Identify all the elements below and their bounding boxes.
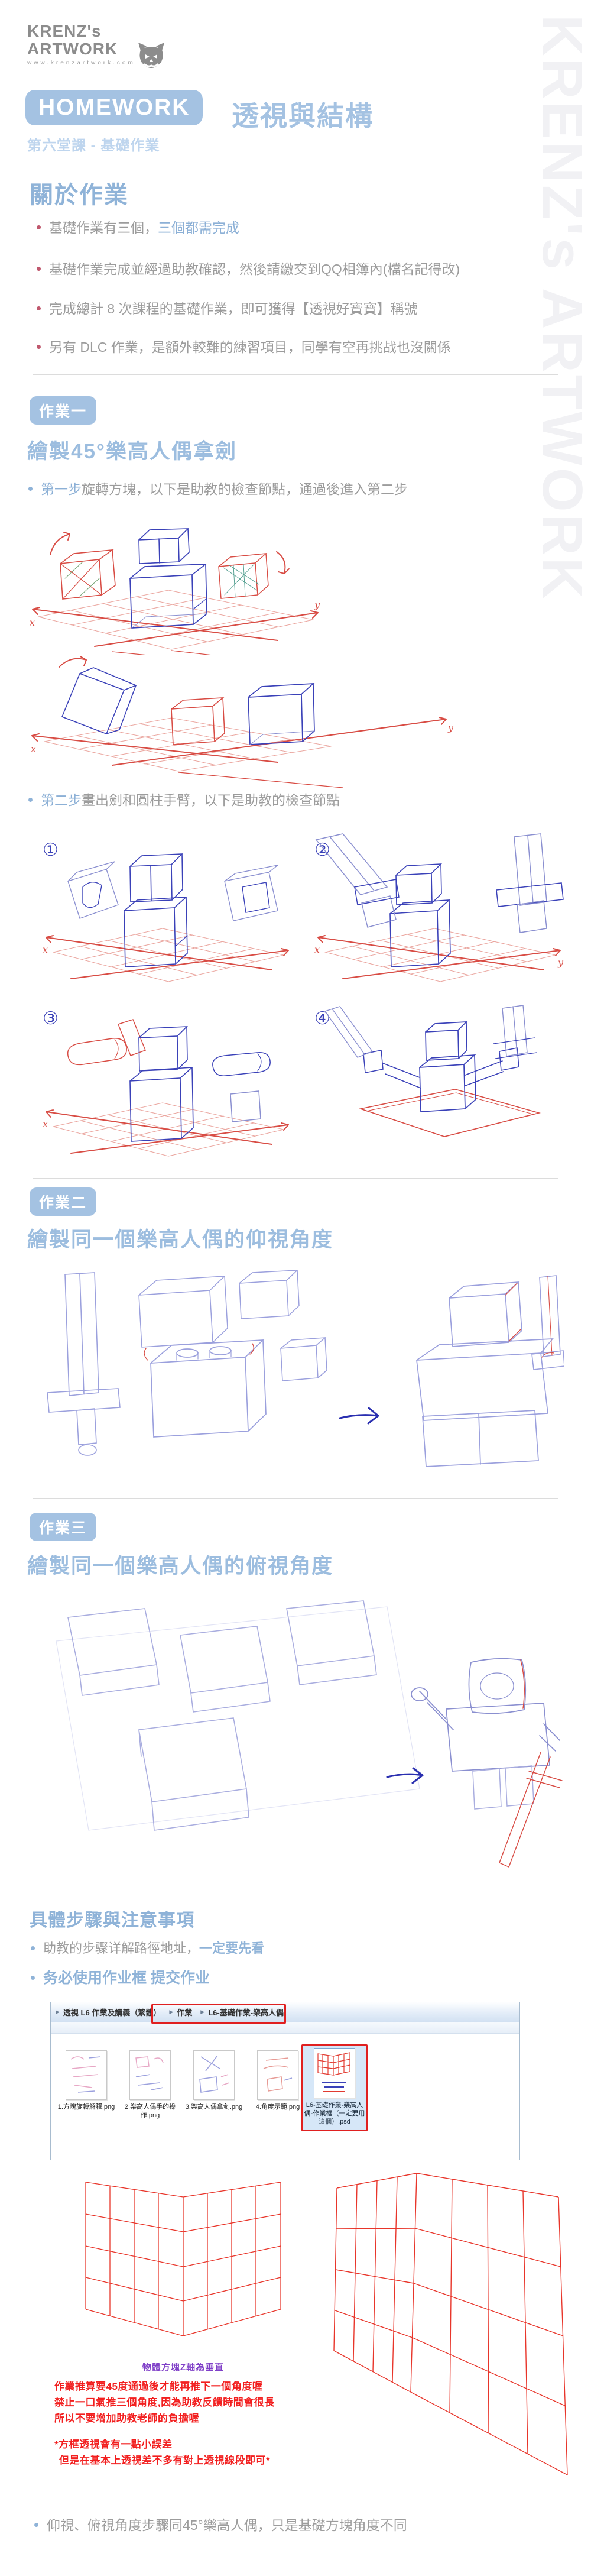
axis-x-label: x bbox=[43, 1118, 48, 1130]
task2-badge-label: 作業二 bbox=[30, 1187, 97, 1216]
file-name: 4.角度示範.png bbox=[255, 2103, 300, 2111]
toolbar-strip bbox=[51, 2022, 519, 2034]
steps-heading: 具體步驟與注意事項 bbox=[30, 1911, 194, 1930]
steps-bullet-2: 务必使用作业框 提交作业 bbox=[31, 1969, 551, 1987]
breadcrumb-folder[interactable]: ▶ 作業 bbox=[169, 2008, 193, 2017]
tip-line-1: *方框透視會有一點小誤差 bbox=[54, 2439, 173, 2450]
warning-line-1: 作業推算要45度通過後才能再推下一個角度喔 bbox=[54, 2381, 263, 2392]
homework-badge: HOMEWORK bbox=[25, 90, 203, 125]
logo-url: www.krenzartwork.com bbox=[27, 60, 135, 66]
page-subtitle: 第六堂課 - 基礎作業 bbox=[27, 138, 160, 154]
about-bullet-1: 基礎作業有三個，三個都需完成 bbox=[37, 219, 545, 237]
sketch-rotate-cube-row2: x y bbox=[24, 653, 461, 788]
task2-heading: 繪製同一個樂高人偶的仰視角度 bbox=[27, 1228, 334, 1251]
axis-x-label: x bbox=[314, 944, 320, 955]
template-grid-right bbox=[322, 2156, 570, 2487]
warning-line-3: 所以不要增加助教老師的負擔喔 bbox=[54, 2413, 199, 2424]
file-name: 2.樂高人偶手的操作.png bbox=[124, 2103, 176, 2119]
steps-bullet-1: 助教的步骤详解路徑地址，一定要先看 bbox=[31, 1940, 551, 1957]
bullet-dot bbox=[34, 2523, 38, 2527]
panel-number-4: ④ bbox=[314, 1008, 330, 1029]
file-item[interactable]: 4.角度示範.png bbox=[248, 2050, 307, 2111]
homework-badge-label: HOMEWORK bbox=[25, 90, 203, 125]
file-name: 1.方塊旋轉解釋.png bbox=[57, 2103, 115, 2111]
task1-heading: 繪製45°樂高人偶拿劍 bbox=[27, 440, 237, 463]
bullet-dot bbox=[37, 225, 41, 229]
bullet-dot bbox=[37, 267, 41, 271]
task3-heading: 繪製同一個樂高人偶的俯視角度 bbox=[27, 1555, 334, 1578]
task3-badge-label: 作業三 bbox=[30, 1513, 97, 1541]
axis-y-label: y bbox=[314, 599, 320, 610]
breadcrumb-arrow-icon: ▶ bbox=[56, 2009, 60, 2015]
breadcrumb-root[interactable]: ▶ 透視 L6 作業及講義（繁體） bbox=[56, 2008, 161, 2017]
sketch-panel-4: ④ bbox=[307, 999, 567, 1168]
axis-y-label: y bbox=[447, 722, 454, 733]
bullet-dot bbox=[28, 487, 33, 491]
tip-line-2: 但是在基本上透視差不多有對上透視線段即可* bbox=[59, 2455, 271, 2466]
task1-badge: 作業一 bbox=[30, 396, 97, 425]
file-item-selected[interactable]: L6-基礎作業-樂高人偶-作業框（一定要用這個）.psd bbox=[301, 2044, 368, 2131]
panel-number-1: ① bbox=[43, 840, 59, 860]
about-bullet-4: 另有 DLC 作業，是額外較難的練習項目，同學有空再挑战也沒關係 bbox=[37, 338, 557, 356]
breadcrumb-arrow-icon: ▶ bbox=[200, 2009, 205, 2015]
bullet-dot bbox=[28, 798, 33, 802]
sketch-panel-3: ③ x bbox=[35, 999, 296, 1168]
file-list: 1.方塊旋轉解釋.png 2.樂高人偶手的操作.png 3.樂高人偶拿剑.png… bbox=[51, 2034, 519, 2160]
file-item[interactable]: 1.方塊旋轉解釋.png bbox=[57, 2050, 116, 2111]
task2-badge: 作業二 bbox=[30, 1187, 97, 1216]
sketch-low-angle-figure bbox=[33, 1266, 564, 1487]
warning-line-2: 禁止一口氣推三個角度,因為助教反饋時間會很長 bbox=[54, 2397, 275, 2408]
logo-line1: KRENZ's bbox=[27, 22, 102, 40]
sketch-panel-2: ② x y bbox=[307, 831, 567, 993]
cat-logo-icon bbox=[137, 41, 165, 69]
sketch-panel-1: ① x bbox=[35, 831, 296, 993]
footer-bullet: 仰視、俯視角度步驟同45°樂高人偶，只是基礎方塊角度不同 bbox=[34, 2516, 554, 2534]
template-grid-left bbox=[74, 2176, 293, 2357]
section-divider bbox=[33, 374, 558, 375]
file-thumbnail bbox=[66, 2050, 107, 2100]
file-thumbnail bbox=[193, 2050, 235, 2100]
about-bullet-2: 基礎作業完成並經過助教確認，然後請繳交到QQ相簿內(檔名記得改) bbox=[37, 260, 557, 278]
bullet-dot bbox=[37, 345, 41, 349]
background-watermark: KRENZ's ARTWORK bbox=[531, 15, 591, 601]
about-heading: 關於作業 bbox=[30, 182, 129, 208]
file-item[interactable]: 2.樂高人偶手的操作.png bbox=[121, 2050, 180, 2119]
file-name: L6-基礎作業-樂高人偶-作業框（一定要用這個）.psd bbox=[304, 2102, 365, 2125]
krenz-logo: KRENZ's ARTWORK www.krenzartwork.com bbox=[27, 22, 135, 67]
file-item[interactable]: 3.樂高人偶拿剑.png bbox=[184, 2050, 243, 2111]
axis-x-label: x bbox=[30, 617, 35, 628]
task1-badge-label: 作業一 bbox=[30, 396, 97, 425]
file-thumbnail bbox=[314, 2048, 355, 2098]
logo-line2: ARTWORK bbox=[27, 40, 118, 58]
panel-number-2: ② bbox=[314, 840, 330, 860]
section-divider bbox=[33, 1498, 558, 1499]
bullet-dot bbox=[37, 306, 41, 310]
file-thumbnail bbox=[129, 2050, 171, 2100]
file-name: 3.樂高人偶拿剑.png bbox=[185, 2103, 243, 2111]
file-thumbnail bbox=[257, 2050, 298, 2100]
file-explorer-screenshot: ▶ 透視 L6 作業及講義（繁體） ▶ 作業 ▶ L6-基礎作業-樂高人偶 1.… bbox=[50, 2002, 520, 2160]
about-bullet-3: 完成總計 8 次課程的基礎作業，即可獲得【透視好寶寶】稱號 bbox=[37, 300, 557, 318]
breadcrumb-subfolder[interactable]: ▶ L6-基礎作業-樂高人偶 bbox=[200, 2008, 284, 2017]
axis-note: 物體方塊Z軸為垂直 bbox=[142, 2363, 225, 2373]
panel-number-3: ③ bbox=[43, 1008, 59, 1029]
task3-badge: 作業三 bbox=[30, 1513, 97, 1541]
bullet-dot bbox=[31, 1946, 35, 1950]
breadcrumb-arrow-icon: ▶ bbox=[169, 2009, 174, 2015]
axis-x-label: x bbox=[31, 743, 36, 755]
section-divider bbox=[33, 1178, 558, 1179]
warning-text: 作業推算要45度通過後才能再推下一個角度喔 禁止一口氣推三個角度,因為助教反饋時… bbox=[54, 2378, 326, 2426]
sketch-rotate-cube-row1: x y bbox=[24, 507, 337, 655]
task1-step2: 第二步畫出劍和圓柱手臂，以下是助教的檢查節點 bbox=[28, 791, 548, 809]
breadcrumb: ▶ 透視 L6 作業及講義（繁體） ▶ 作業 ▶ L6-基礎作業-樂高人偶 bbox=[51, 2002, 519, 2024]
axis-x-label: x bbox=[43, 944, 48, 955]
sketch-top-angle-figure bbox=[33, 1594, 564, 1872]
task1-step1: 第一步旋轉方塊，以下是助教的檢查節點，通過後進入第二步 bbox=[28, 480, 548, 498]
page-title: 透視與結構 bbox=[232, 101, 374, 131]
bullet-dot bbox=[31, 1976, 35, 1980]
axis-y-label: y bbox=[557, 957, 564, 968]
tip-text: *方框透視會有一點小誤差 但是在基本上透視差不多有對上透視線段即可* bbox=[54, 2436, 326, 2468]
